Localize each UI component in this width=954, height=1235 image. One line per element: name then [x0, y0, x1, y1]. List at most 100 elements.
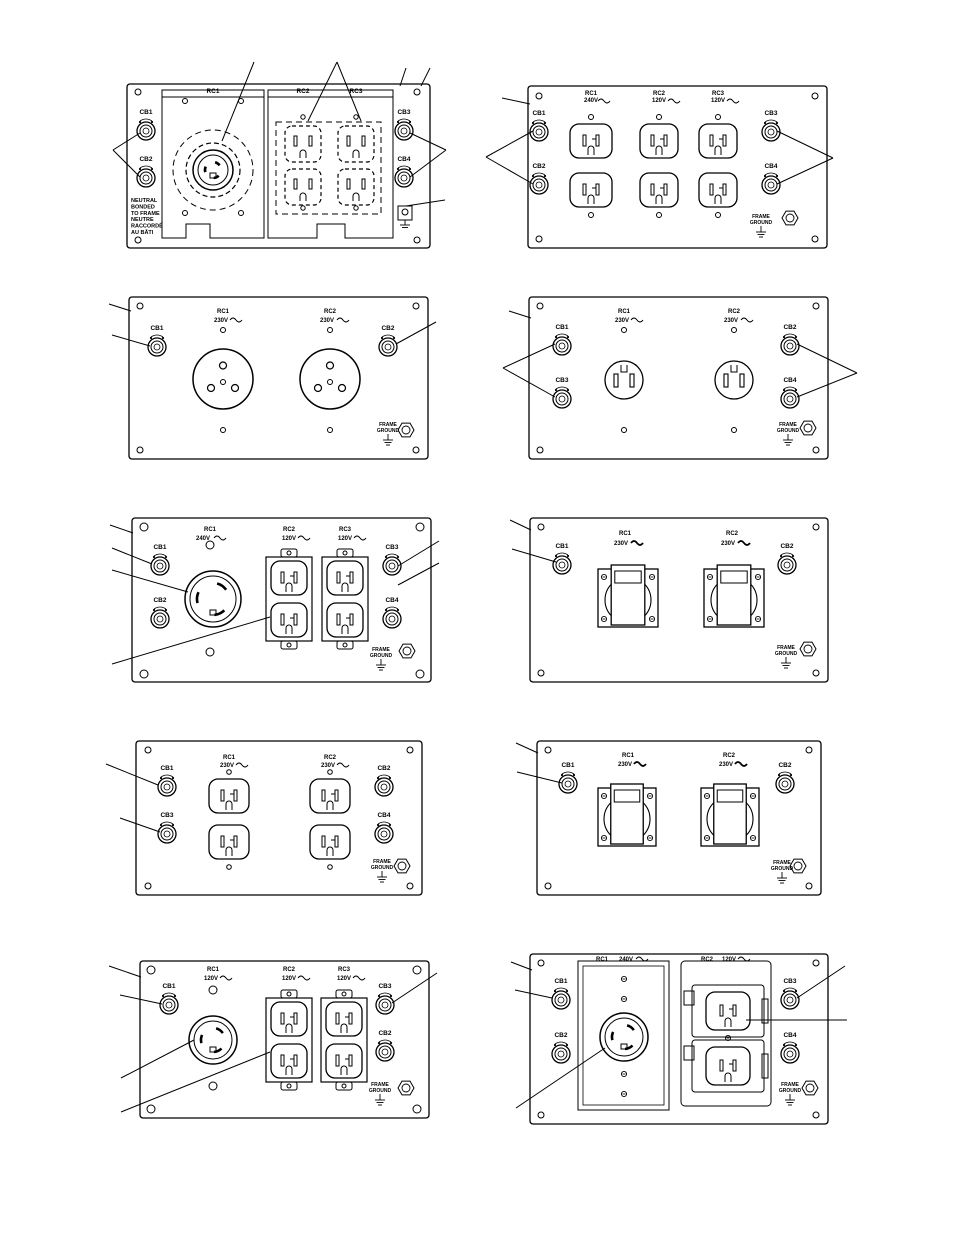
frame-ground-label: FRAME: [379, 422, 397, 428]
outlet-face: [270, 602, 308, 638]
ground-stud-box: [397, 205, 413, 221]
circuit-breaker: CB2: [375, 1030, 395, 1062]
breaker-button: [160, 827, 174, 841]
rc2-rc3-sub-plate: [267, 89, 394, 239]
outlet-slot-left: [220, 789, 225, 802]
leader-line: [420, 67, 431, 87]
outlet-slot-left: [280, 1012, 285, 1025]
ground-stud: [785, 213, 795, 223]
schuko-lid-hinge: [614, 570, 642, 584]
duplex-outlet-plate: [320, 989, 368, 1091]
breaker-label: CB2: [783, 324, 796, 331]
rc1-label: RC1: [596, 957, 609, 963]
frame-ground-label: FRAME: [372, 647, 390, 653]
circuit-breaker: CB2: [777, 543, 797, 575]
breaker-dot: [138, 167, 142, 171]
rc1-sub-plate: [577, 960, 670, 1111]
breaker-dot: [164, 555, 168, 559]
outlet-slot-right: [346, 613, 354, 626]
ground-stud-nut: [799, 420, 817, 436]
breaker-label: CB3: [378, 983, 391, 990]
breaker-dot: [794, 989, 798, 993]
breaker-bezel: [375, 995, 395, 1015]
duplex-receptacle-outlet: [569, 123, 613, 159]
mounting-hole: [588, 114, 594, 120]
breaker-arc: [532, 172, 546, 176]
nema-face: [714, 360, 754, 400]
breaker-arc: [783, 333, 797, 337]
outlet-ground-hole: [714, 145, 722, 155]
breaker-button: [397, 124, 411, 138]
rc2-label: RC2: [324, 309, 337, 315]
circuit-breaker: CB1: [552, 543, 572, 575]
mounting-hole: [537, 1111, 545, 1119]
breaker-arc: [378, 1039, 392, 1043]
breaker-arc: [162, 992, 176, 996]
outlet-face: [326, 602, 364, 638]
breaker-dot: [149, 336, 153, 340]
breaker-dot: [376, 776, 380, 780]
plate-tab: [280, 1081, 298, 1091]
circuit-breaker: CB3: [552, 377, 572, 409]
ground-stud-nut: [397, 422, 415, 438]
outlet-ground-hole: [340, 1065, 348, 1075]
breaker-button: [378, 1045, 392, 1059]
breaker-arc: [554, 987, 568, 991]
screw-head: [703, 792, 711, 800]
nema-slot: [723, 373, 729, 388]
mounting-hole: [327, 427, 333, 433]
outlet-ground-hole: [285, 624, 293, 634]
circuit-breaker: CB4: [394, 156, 414, 188]
ac-wave-icon: [630, 317, 644, 323]
breaker-center: [786, 1050, 794, 1058]
outlet-slot-right: [290, 571, 298, 584]
duplex-receptacle-outlet: [698, 172, 738, 208]
breaker-center: [558, 395, 566, 403]
breaker-label: CB2: [532, 163, 545, 170]
breaker-center: [564, 780, 572, 788]
rc2-voltage: 230V: [719, 762, 733, 768]
breaker-bezel: [529, 175, 549, 195]
rc2-voltage: 230V: [320, 318, 334, 324]
circuit-breaker: CB1: [157, 765, 177, 797]
outlet-slot-left: [582, 134, 587, 147]
breaker-label: CB1: [162, 983, 175, 990]
breaker-button: [160, 780, 174, 794]
outlet-ground-hole: [285, 1065, 293, 1075]
rc1-round-receptacle: [192, 348, 254, 410]
breaker-arc: [385, 553, 399, 557]
rc3-label: RC3: [339, 527, 352, 533]
twist-lock-face: [604, 1017, 644, 1057]
leader-line: [409, 132, 447, 151]
breaker-bezel: [529, 122, 549, 142]
pin-hole: [337, 383, 347, 393]
mounting-hole: [621, 427, 627, 433]
mounting-hole: [300, 114, 306, 120]
breaker-label: CB3: [397, 109, 410, 116]
circuit-breaker: CB1: [159, 983, 179, 1015]
panel-outline: [529, 517, 829, 683]
breaker-center: [400, 174, 408, 182]
mounting-hole: [327, 327, 333, 333]
breaker-dot: [782, 989, 786, 993]
mounting-hole: [406, 746, 414, 754]
outlet-slot-left: [336, 613, 341, 626]
leader-line: [111, 616, 271, 665]
plate-outline: [320, 997, 368, 1083]
outlet-slot-right: [331, 835, 339, 848]
breaker-label: CB4: [783, 1032, 796, 1039]
breaker-dot: [565, 1043, 569, 1047]
breaker-arc: [764, 172, 778, 176]
breaker-center: [535, 181, 543, 189]
mounting-hole: [805, 746, 813, 754]
circuit-breaker: CB2: [136, 156, 156, 188]
breaker-dot: [150, 120, 154, 124]
ac-wave-icon: [297, 975, 311, 981]
breaker-bezel: [552, 389, 572, 409]
leader-line: [796, 343, 858, 374]
screw-icon: [749, 792, 757, 800]
